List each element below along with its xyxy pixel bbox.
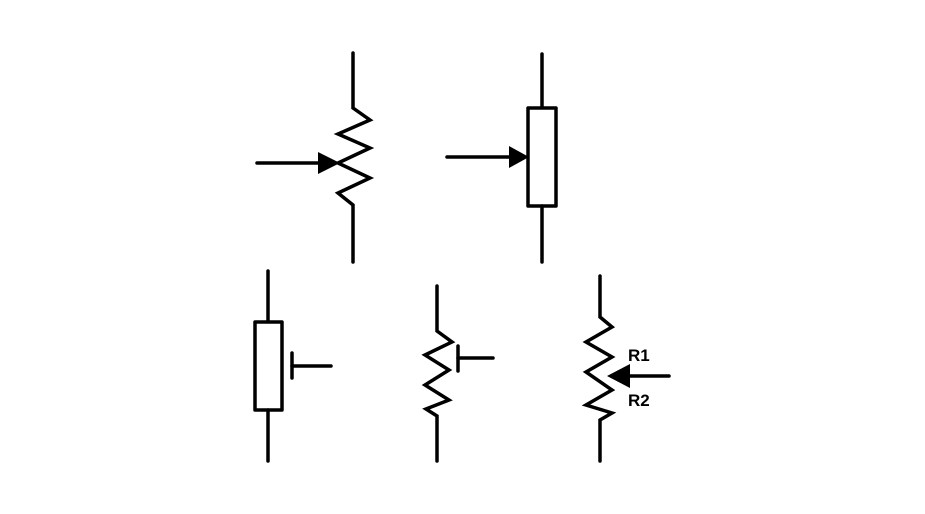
trimmer-zigzag-symbol — [421, 284, 495, 463]
potentiometer-zigzag-symbol — [255, 51, 375, 264]
zigzag-resistor-wire — [333, 51, 375, 264]
wiper-arrow-head — [509, 146, 529, 168]
zigzag-resistor-wire — [581, 274, 617, 463]
wiper-arrow-head — [318, 152, 340, 174]
resistor-body — [253, 320, 284, 412]
resistor-body — [526, 106, 558, 208]
label-r2: R2 — [628, 391, 650, 410]
trimmer-box-symbol — [253, 269, 333, 463]
potentiometer-divider-symbol: R1 R2 — [581, 274, 671, 463]
wiper-arrow-head — [607, 364, 630, 388]
label-r1: R1 — [628, 346, 650, 365]
zigzag-resistor-wire — [421, 284, 456, 463]
potentiometer-box-symbol — [445, 52, 558, 264]
